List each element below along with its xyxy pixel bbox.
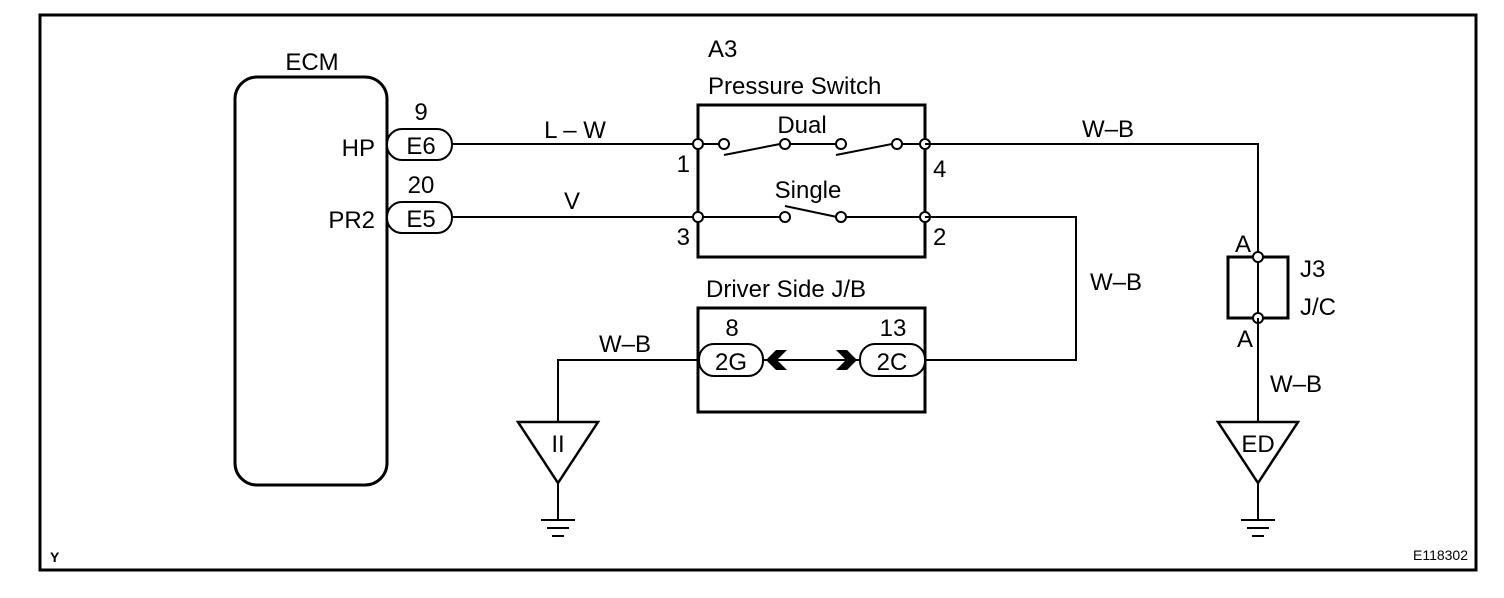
jb-arrow-right: [836, 350, 857, 370]
jb-right-connector-label: 2C: [877, 349, 908, 376]
wire-switch-to-jc-label: W–B: [1082, 116, 1134, 143]
dual-blade-1: [723, 143, 781, 156]
dual-node-2b: [891, 138, 903, 150]
wire-jc-to-ground-label: W–B: [1270, 371, 1322, 398]
ecm-box: [233, 75, 389, 487]
corner-left-label: Y: [50, 549, 60, 565]
ground-ed-symbol: [1215, 420, 1301, 486]
ecm-label: ECM: [285, 49, 338, 76]
dual-node-1b: [779, 138, 791, 150]
terminal-2-label: 2: [933, 224, 946, 251]
ground-ii-label: II: [551, 431, 564, 458]
terminal-3-node: [692, 211, 704, 223]
figure-code: E118302: [1413, 547, 1468, 563]
hp-connector-label: E6: [406, 133, 435, 160]
terminal-3-label: 3: [677, 224, 690, 251]
jc-top-pin: A: [1235, 231, 1251, 258]
switch-code: A3: [708, 36, 737, 63]
terminal-4-label: 4: [933, 156, 946, 183]
dual-blade-2: [835, 143, 893, 156]
single-blade: [784, 205, 838, 218]
wire-jb-to-ground: [557, 359, 699, 422]
ground-ed-label: ED: [1241, 431, 1274, 458]
jc-bottom-pin: A: [1237, 326, 1253, 353]
wire-hp-label: L – W: [544, 117, 606, 144]
jc-code: J3: [1300, 256, 1325, 283]
terminal-1-label: 1: [677, 151, 690, 178]
dual-node-1a: [718, 138, 730, 150]
dual-label: Dual: [777, 112, 826, 139]
jb-left-number: 8: [725, 315, 738, 342]
single-label: Single: [775, 177, 842, 204]
terminal-1-node: [692, 138, 704, 150]
wire-switch-to-jb-label: W–B: [1090, 269, 1142, 296]
jb-arrow-left: [766, 350, 787, 370]
jb-right-number: 13: [880, 315, 907, 342]
wire-switch-to-jb: [925, 216, 1077, 361]
pr2-pin-number: 20: [408, 172, 435, 199]
jb-left-connector-label: 2G: [715, 349, 747, 376]
pr2-connector-label: E5: [406, 206, 435, 233]
diagram-frame: [38, 13, 1478, 572]
jc-type: J/C: [1300, 294, 1336, 321]
single-node-b: [835, 211, 847, 223]
switch-title: Pressure Switch: [708, 73, 881, 100]
switch-box: [696, 103, 927, 259]
single-node-a: [779, 211, 791, 223]
jc-top-node: [1252, 251, 1264, 263]
jb-title: Driver Side J/B: [706, 276, 866, 303]
wire-pr2-label: V: [564, 188, 580, 215]
hp-pin-name: HP: [342, 135, 375, 162]
dual-node-2a: [835, 138, 847, 150]
wire-switch-to-jc: [925, 143, 1259, 257]
wire-jb-to-ground-label: W–B: [599, 331, 651, 358]
ground-ii-symbol: [515, 420, 601, 486]
hp-pin-number: 9: [414, 99, 427, 126]
pr2-pin-name: PR2: [328, 207, 375, 234]
